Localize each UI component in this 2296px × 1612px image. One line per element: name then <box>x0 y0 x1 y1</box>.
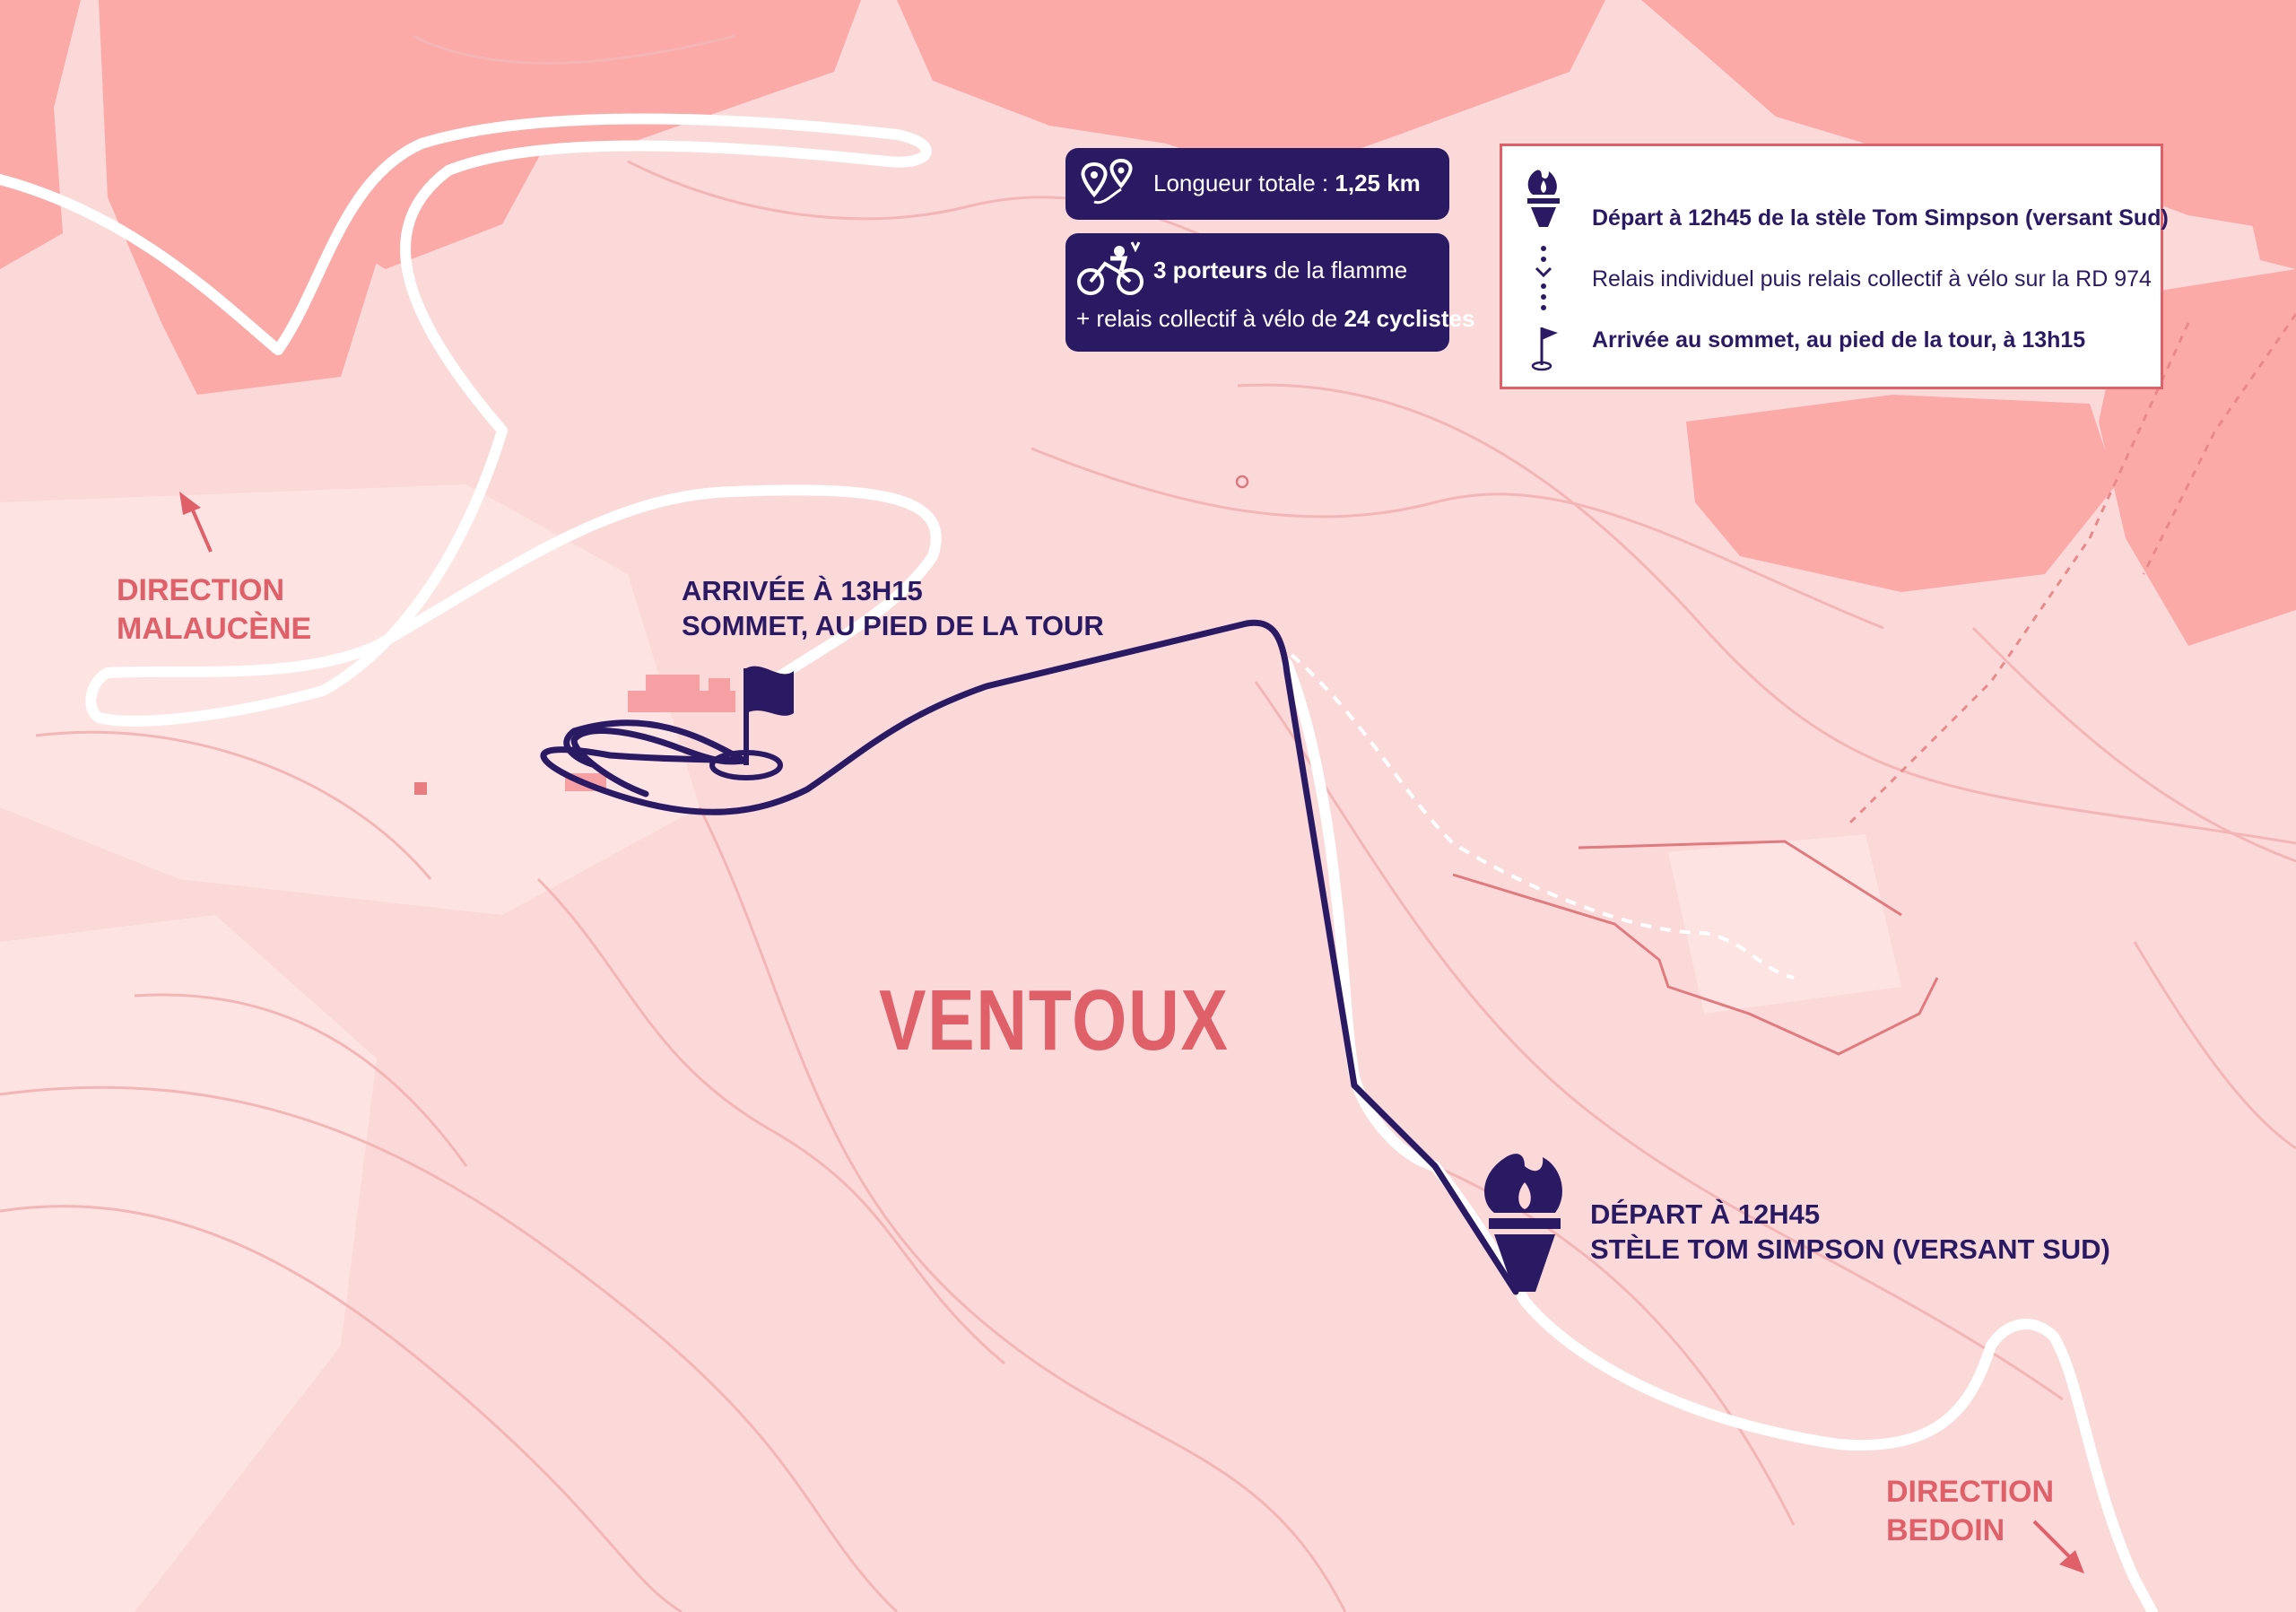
direction-bedoin-line-2: BEDOIN <box>1886 1512 2005 1547</box>
torch-relay-route <box>540 619 1519 1295</box>
direction-arrow-icon <box>2032 1520 2084 1573</box>
dotted-relay-icon <box>1535 246 1552 310</box>
flag-icon <box>1531 327 1558 371</box>
legend-start: Départ à 12h45 de la stèle Tom Simpson (… <box>1592 205 2169 231</box>
road-south <box>1282 658 2158 1612</box>
direction-malaucene-line-2: MALAUCÈNE <box>117 611 312 646</box>
info-bearers-box: 3 porteurs de la flamme + relais collect… <box>1065 233 1474 352</box>
forest-area <box>99 0 861 395</box>
legend-relay: Relais individuel puis relais collectif … <box>1592 266 2152 292</box>
arrival-time-line: ARRIVÉE À 13H15 <box>682 575 923 606</box>
forest-area <box>2242 170 2296 269</box>
legend-box: Départ à 12h45 de la stèle Tom Simpson (… <box>1500 144 2169 389</box>
summit-flag-marker <box>709 666 794 780</box>
terrain-light-area <box>0 915 377 1612</box>
direction-arrow-icon <box>179 492 213 553</box>
roads <box>0 113 2158 1612</box>
relay-count: 24 cyclistes <box>1344 305 1475 332</box>
road-dashed <box>1290 653 1795 980</box>
direction-malaucene-label: DIRECTION MALAUCÈNE <box>117 571 311 648</box>
region-label-ventoux: VENTOUX <box>879 972 1230 1068</box>
terrain-light-area <box>0 484 700 915</box>
relay-text: + relais collectif à vélo de 24 cycliste… <box>1076 305 1474 333</box>
info-length-box: Longueur totale : 1,25 km <box>1065 148 1449 220</box>
length-value: 1,25 km <box>1335 170 1421 196</box>
summit-point-icon <box>1235 475 1249 489</box>
relay-prefix: + relais collectif à vélo de <box>1076 305 1344 332</box>
terrain-light-area <box>1668 834 1901 1014</box>
forest-area <box>1686 395 2117 592</box>
departure-time-line: DÉPART À 12H45 <box>1590 1198 1821 1230</box>
forest-area <box>897 0 1605 179</box>
road-malaucene <box>0 113 942 727</box>
direction-bedoin-label: DIRECTION BEDOIN <box>1886 1473 2054 1549</box>
pin-route-icon <box>1081 159 1133 205</box>
arrival-label: ARRIVÉE À 13H15 SOMMET, AU PIED DE LA TO… <box>682 574 1104 644</box>
cyclist-icon <box>1077 241 1144 295</box>
bearers-count: 3 porteurs <box>1153 257 1268 283</box>
bearers-text: 3 porteurs de la flamme <box>1153 257 1407 284</box>
ski-lift-lines <box>1846 313 2296 827</box>
direction-malaucene-line-1: DIRECTION <box>117 573 284 607</box>
departure-place-line: STÈLE TOM SIMPSON (VERSANT SUD) <box>1590 1233 2110 1265</box>
length-text: Longueur totale : 1,25 km <box>1153 170 1421 197</box>
legend-finish: Arrivée au sommet, au pied de la tour, à… <box>1592 327 2086 353</box>
departure-label: DÉPART À 12H45 STÈLE TOM SIMPSON (VERSAN… <box>1590 1198 2110 1268</box>
torch-marker <box>1484 1154 1562 1292</box>
direction-bedoin-line-1: DIRECTION <box>1886 1475 2054 1509</box>
torch-icon <box>1527 170 1560 227</box>
length-label: Longueur totale : <box>1153 170 1335 196</box>
ski-runs <box>1452 840 1939 1056</box>
bearers-suffix: de la flamme <box>1267 257 1408 283</box>
arrival-place-line: SOMMET, AU PIED DE LA TOUR <box>682 609 1104 641</box>
